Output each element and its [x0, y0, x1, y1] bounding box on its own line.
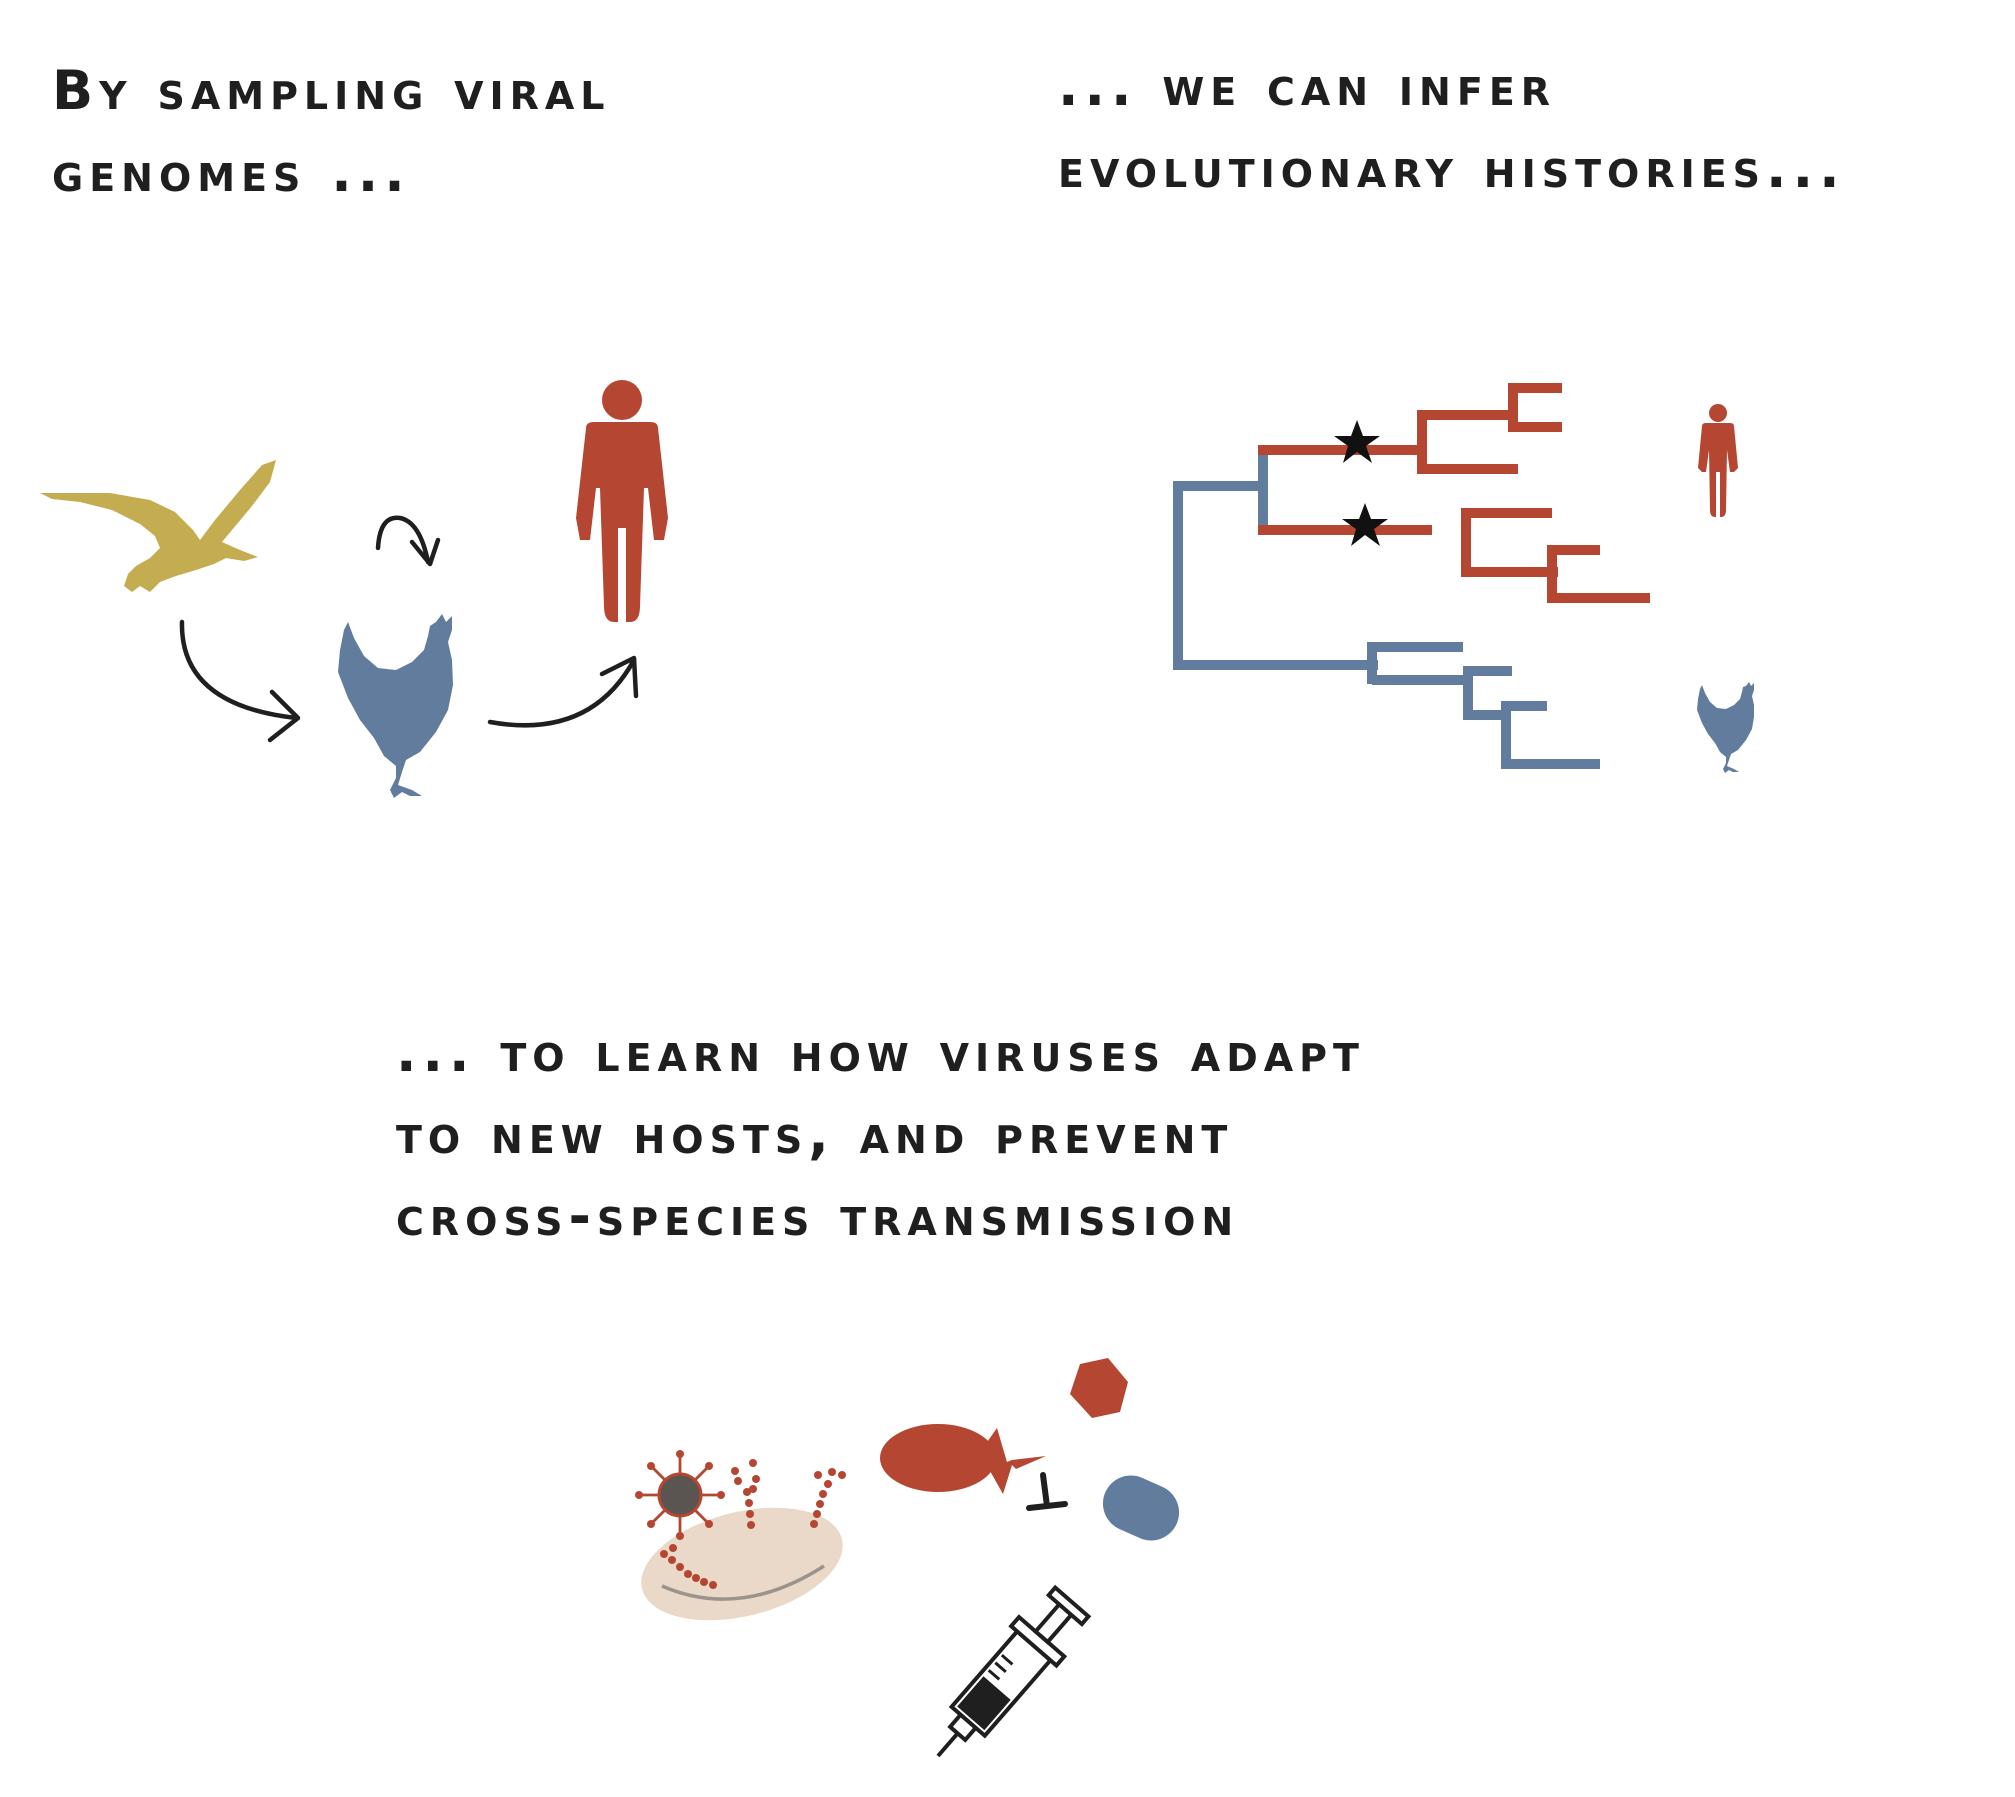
caption-learn-line-1: ... to learn how viruses adapt: [396, 1021, 1365, 1084]
syringe-icon: [936, 1584, 1092, 1758]
caption-sampling-line-2: genomes ...: [52, 141, 411, 204]
caption-sampling: By sampling viral genomes ...: [52, 50, 611, 214]
caption-learn-line-3: cross-species transmission: [396, 1185, 1240, 1248]
antibody-icon: [660, 1459, 846, 1589]
cell-icon: [641, 1507, 843, 1621]
interventions-panel: [635, 1358, 1180, 1758]
transmission-panel: [40, 380, 668, 798]
inhibition-icon: [1026, 1472, 1068, 1511]
tree-blue-clade: [1173, 447, 1600, 769]
caption-infer-line-1: ... we can infer: [1058, 55, 1557, 118]
star-icon: [1342, 503, 1388, 546]
drug-icon: [880, 1358, 1128, 1494]
phylogenetic-tree-panel: [1173, 383, 1754, 773]
caption-infer-line-2: evolutionary histories...: [1058, 137, 1846, 200]
human-icon: [576, 380, 668, 622]
caption-infer: ... we can infer evolutionary histories.…: [1058, 46, 1846, 210]
caption-sampling-line-1: By sampling viral: [52, 59, 611, 122]
virus-icon: [635, 1450, 725, 1540]
star-icon: [1334, 420, 1380, 463]
caption-learn-line-2: to new hosts, and prevent: [396, 1103, 1234, 1166]
human-icon: [1698, 404, 1738, 517]
chicken-icon: [338, 614, 453, 798]
tree-red-clade: [1258, 383, 1650, 603]
phylogenetic-tree: [1173, 383, 1650, 769]
bird-icon: [40, 460, 276, 592]
caption-learn: ... to learn how viruses adapt to new ho…: [396, 1012, 1365, 1258]
chicken-icon: [1697, 682, 1754, 773]
pill-icon: [1102, 1475, 1180, 1541]
arrow-icon: [179, 515, 639, 743]
